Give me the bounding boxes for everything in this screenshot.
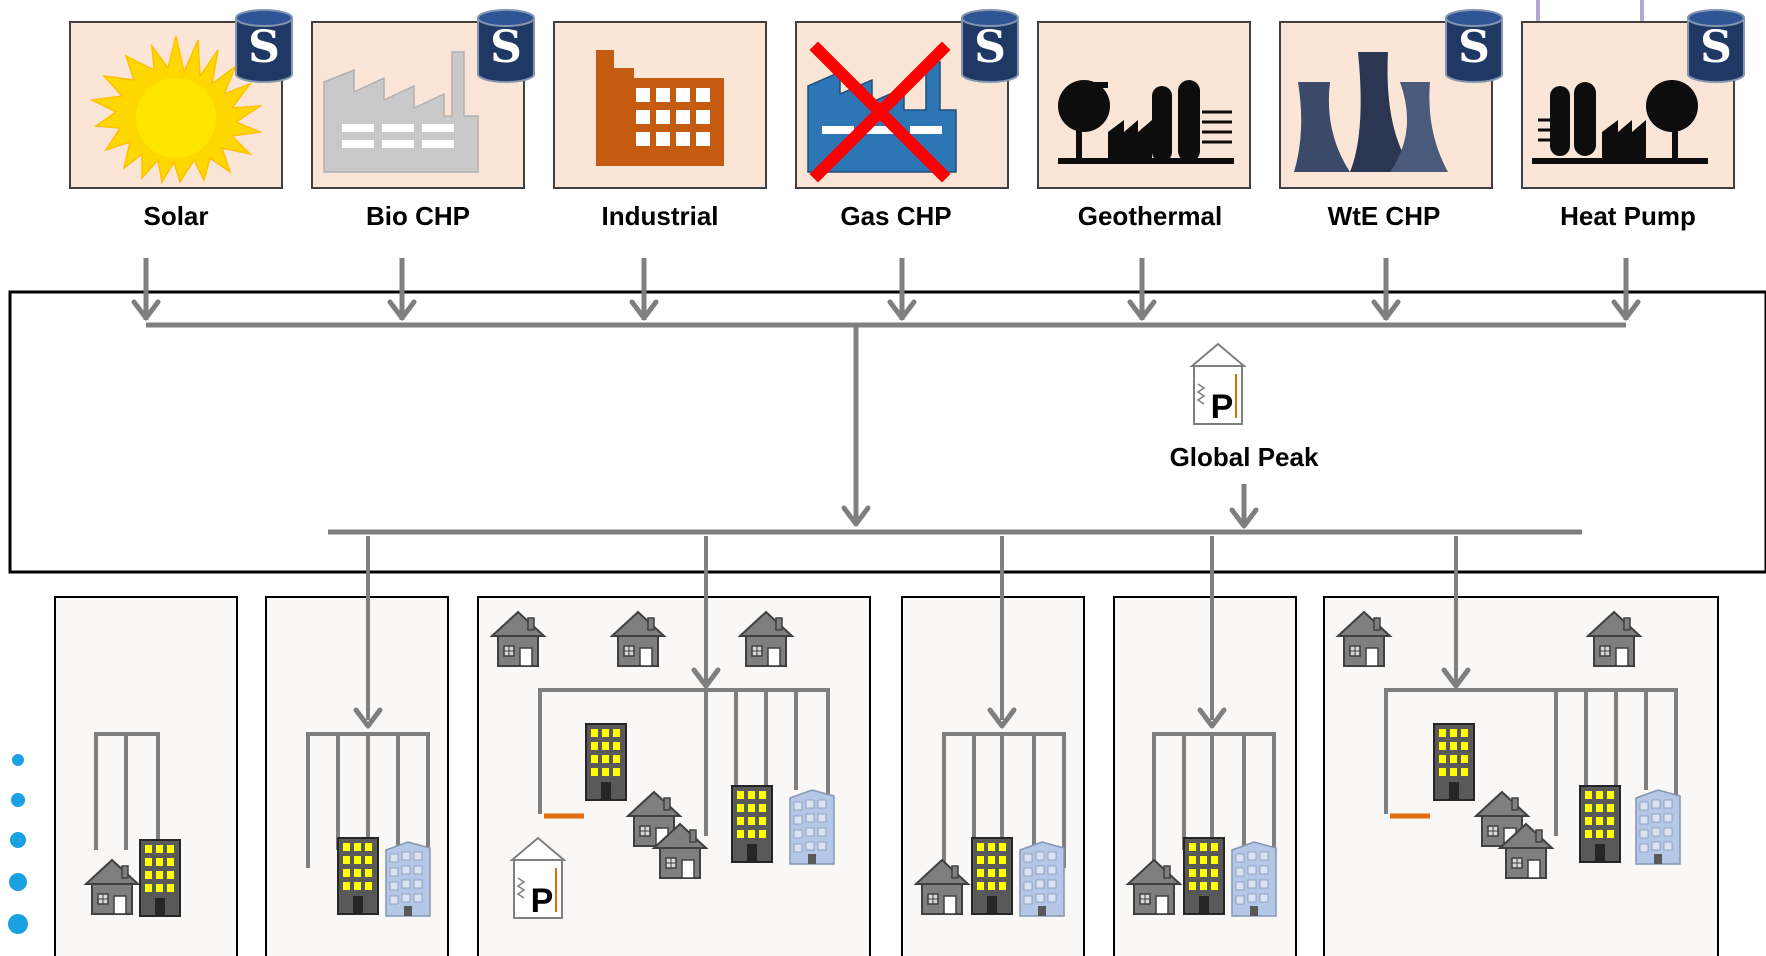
transmission-network: P Global Peak — [8, 258, 1766, 574]
plant-label: Geothermal — [1078, 201, 1223, 231]
plant-label: WtE CHP — [1328, 201, 1441, 231]
svg-text:S: S — [1700, 22, 1732, 73]
global-peak-boiler[interactable]: P — [1191, 343, 1245, 426]
apartment-building-icon — [1579, 785, 1621, 863]
storage-icon: S — [235, 9, 293, 83]
svg-text:S: S — [974, 22, 1006, 73]
svg-text:P: P — [1211, 388, 1234, 426]
plant-heat-pump[interactable]: S Heat Pump — [1521, 0, 1745, 231]
sun-icon — [89, 35, 263, 185]
storage-icon: S — [1445, 9, 1503, 83]
storage-icon: S — [477, 9, 535, 83]
district-2[interactable] — [265, 536, 449, 956]
cooling-tower-icon — [1294, 52, 1448, 172]
storage-icon: S — [961, 9, 1019, 83]
office-building-icon — [1019, 841, 1065, 917]
factory-grey-icon — [323, 51, 479, 173]
local-peak-boiler[interactable]: P — [511, 837, 565, 920]
geothermal-plant-icon — [1058, 80, 1234, 164]
disabled-cross-icon — [809, 41, 951, 183]
storage-icon: S — [1687, 9, 1745, 83]
districts-row: P — [54, 536, 1719, 956]
plant-feed-arrows — [143, 258, 1629, 320]
svg-text:S: S — [490, 22, 522, 73]
svg-text:S: S — [1458, 22, 1490, 73]
apartment-building-icon — [971, 837, 1013, 915]
heat-pump-plant-icon — [1532, 80, 1708, 164]
plant-geothermal[interactable]: Geothermal — [1037, 21, 1251, 231]
plant-label: Bio CHP — [366, 201, 470, 231]
apartment-building-icon — [585, 723, 627, 801]
apartment-building-icon — [139, 839, 181, 917]
plant-industrial[interactable]: Industrial — [553, 21, 767, 231]
svg-text:S: S — [248, 22, 280, 73]
plants-row: S Solar S Bio CHP — [69, 0, 1745, 231]
apartment-building-icon — [337, 837, 379, 915]
office-building-icon — [1231, 841, 1277, 917]
office-building-icon — [385, 841, 431, 917]
plant-solar[interactable]: S Solar — [69, 9, 293, 231]
apartment-building-icon — [1433, 723, 1475, 801]
plant-label: Heat Pump — [1560, 201, 1696, 231]
svg-text:P: P — [531, 882, 554, 920]
factory-orange-icon — [596, 50, 724, 166]
global-peak-label: Global Peak — [1170, 442, 1319, 472]
apartment-building-icon — [1183, 837, 1225, 915]
plant-label: Industrial — [601, 201, 718, 231]
plant-bio-chp[interactable]: S Bio CHP — [311, 9, 535, 231]
office-building-icon — [789, 789, 835, 865]
plant-label: Solar — [143, 201, 208, 231]
office-building-icon — [1635, 789, 1681, 865]
district-5[interactable] — [1113, 536, 1297, 956]
district-3[interactable]: P — [477, 536, 871, 956]
plant-gas-chp[interactable]: S Gas CHP — [795, 9, 1019, 231]
apartment-building-icon — [731, 785, 773, 863]
district-6[interactable] — [1323, 536, 1719, 956]
bullet-dots — [8, 754, 28, 934]
plant-label: Gas CHP — [840, 201, 951, 231]
plant-wte-chp[interactable]: S WtE CHP — [1279, 9, 1503, 231]
district-1[interactable] — [54, 596, 238, 956]
district-4[interactable] — [901, 536, 1085, 956]
